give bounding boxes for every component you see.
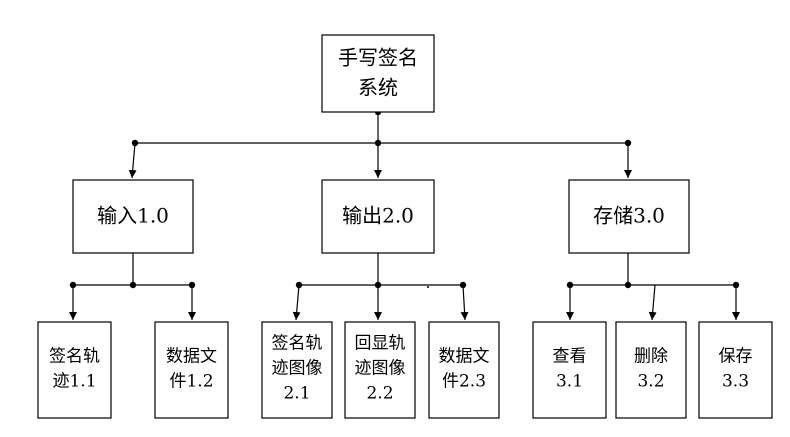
leaf-signature-trace: 签名轨 迹1.1 xyxy=(37,321,112,419)
leaf-label-line-3: 2.2 xyxy=(366,384,393,404)
module-storage-box xyxy=(568,179,690,254)
leaf-box xyxy=(37,321,112,419)
leaf-label-line-1: 删除 xyxy=(634,347,668,367)
leaf-label-line-1: 查看 xyxy=(553,347,587,367)
leaf-label-line-1: 签名轨 xyxy=(49,347,100,367)
module-storage-label: 存储3.0 xyxy=(593,204,665,228)
leaf-label-line-2: 迹1.1 xyxy=(52,372,96,392)
module-output: 输出2.0 xyxy=(321,179,435,254)
leaf-box xyxy=(428,321,500,419)
junction-dot xyxy=(129,281,137,289)
leaf-view: 查看 3.1 xyxy=(532,321,607,419)
leaf-label-line-2: 迹图像 xyxy=(355,359,406,379)
leaf-label-line-2: 件2.3 xyxy=(442,372,486,392)
module-output-label: 输出2.0 xyxy=(342,204,414,228)
module-input: 输入1.0 xyxy=(72,179,194,254)
leaf-label-line-1: 数据文 xyxy=(439,347,490,367)
arrow-to-2-3 xyxy=(460,284,469,321)
module-storage: 存储3.0 xyxy=(568,179,690,254)
leaf-label-line-1: 保存 xyxy=(719,347,753,367)
leaf-box xyxy=(532,321,607,419)
leaf-box xyxy=(261,321,333,419)
leaf-delete: 删除 3.2 xyxy=(615,321,687,419)
leaf-box xyxy=(615,321,687,419)
leaf-label-line-1: 签名轨 xyxy=(272,334,323,354)
module-input-label: 输入1.0 xyxy=(97,204,169,228)
leaf-label-line-2: 3.3 xyxy=(722,372,749,392)
root-label-line-2: 系统 xyxy=(358,76,398,100)
leaf-save: 保存 3.3 xyxy=(698,321,773,419)
leaf-signature-trace-image: 签名轨 迹图像 2.1 xyxy=(261,321,333,419)
arrow-to-input xyxy=(128,142,137,179)
stray-mark xyxy=(427,286,429,288)
leaf-label-line-2: 3.2 xyxy=(637,372,664,392)
root-box xyxy=(321,34,435,113)
leaf-label-line-2: 件1.2 xyxy=(169,372,213,392)
leaf-label-line-1: 回显轨 xyxy=(355,334,406,354)
module-input-box xyxy=(72,179,194,254)
leaf-box xyxy=(154,321,229,419)
leaf-box xyxy=(344,321,416,419)
leaf-label-line-2: 3.1 xyxy=(556,372,583,392)
arrow-to-3-2 xyxy=(648,284,657,321)
leaf-box xyxy=(698,321,773,419)
root-label-line-1: 手写签名 xyxy=(338,46,418,70)
root-node: 手写签名 系统 xyxy=(321,34,435,113)
leaf-echo-trace-image: 回显轨 迹图像 2.2 xyxy=(344,321,416,419)
leaf-data-file-2-3: 数据文 件2.3 xyxy=(428,321,500,419)
junction-dot xyxy=(624,281,632,289)
arrow-to-2-1 xyxy=(292,284,301,321)
leaf-label-line-2: 迹图像 xyxy=(272,359,323,379)
leaf-label-line-1: 数据文 xyxy=(166,347,217,367)
leaf-data-file-1-2: 数据文 件1.2 xyxy=(154,321,229,419)
module-output-box xyxy=(321,179,435,254)
leaf-label-line-3: 2.1 xyxy=(283,384,310,404)
